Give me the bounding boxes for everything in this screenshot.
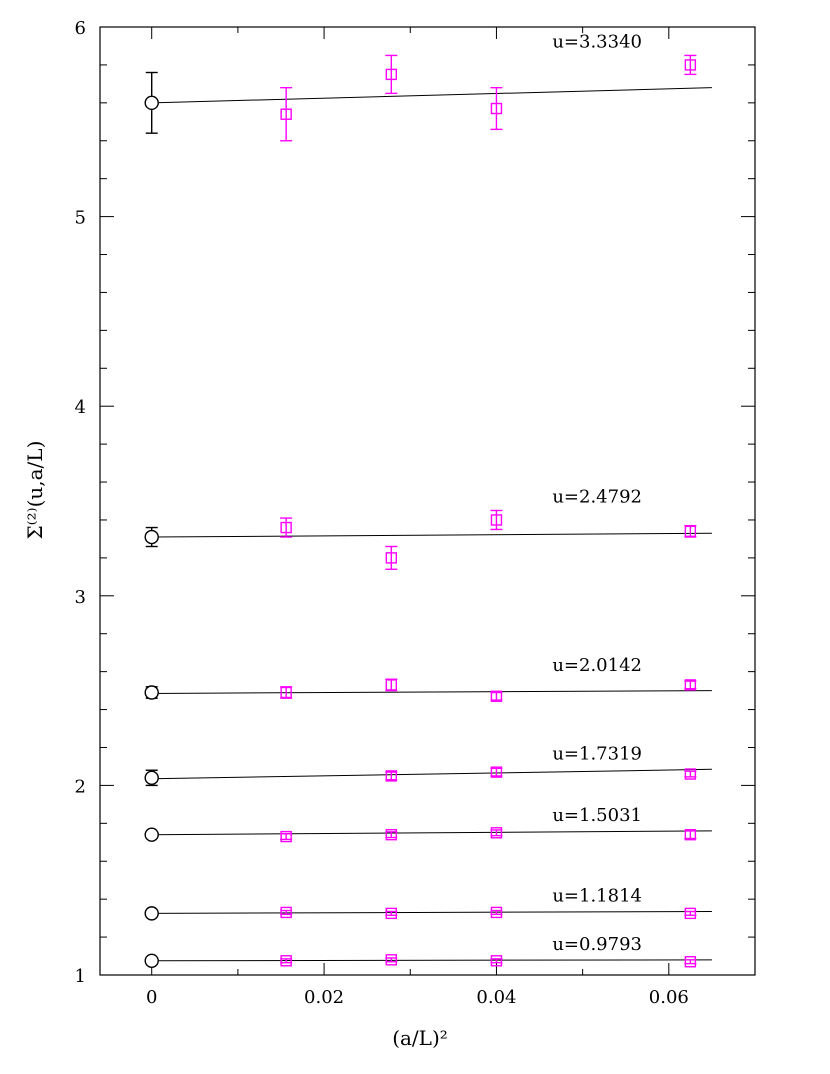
lattice-point	[490, 690, 503, 702]
lattice-point	[280, 830, 292, 843]
x-tick-label: 0.06	[649, 987, 689, 1008]
lattice-point	[490, 906, 503, 919]
continuum-point	[144, 827, 159, 842]
lattice-point	[684, 525, 697, 538]
lattice-point	[684, 828, 697, 841]
continuum-point	[144, 953, 159, 968]
lattice-point	[280, 521, 292, 534]
lattice-point	[490, 955, 503, 967]
lattice-point	[385, 770, 398, 782]
y-axis-label: Σ⁽²⁾(u,a/L)	[23, 441, 47, 540]
fit-line	[151, 910, 712, 914]
y-tick-label: 1	[75, 966, 86, 987]
lattice-point	[684, 956, 697, 968]
series-label: u=0.9793	[552, 934, 642, 955]
lattice-point	[490, 102, 503, 115]
lattice-point	[490, 827, 503, 839]
axes: 0 0.02 0.04 0.06 1 2 3 4 5 6	[75, 18, 756, 1008]
lattice-point	[385, 954, 398, 966]
lattice-point	[490, 766, 503, 778]
series-label: u=3.3340	[552, 31, 642, 52]
continuum-point	[144, 529, 159, 545]
lattice-point	[684, 907, 697, 920]
lattice-point	[385, 828, 398, 841]
lattice-point	[385, 679, 398, 691]
x-tick-label: 0.04	[476, 987, 516, 1008]
series-labels: u=3.3340 u=2.4792 u=2.0142 u=1.7319 u=1.5031…	[552, 31, 642, 954]
lattice-point	[684, 679, 697, 691]
x-tick-label: 0.02	[304, 987, 344, 1008]
lattice-point	[280, 906, 292, 919]
y-tick-label: 4	[75, 397, 86, 418]
lattice-point	[385, 68, 398, 81]
continuum-point	[144, 685, 159, 700]
series-label: u=1.1814	[552, 885, 642, 906]
data-points	[144, 54, 697, 968]
lattice-point	[490, 514, 503, 526]
lattice-point	[280, 955, 292, 967]
series-label: u=2.0142	[552, 655, 642, 676]
series-label: u=1.7319	[552, 743, 642, 764]
y-tick-label: 5	[75, 208, 86, 229]
plot-frame	[99, 26, 756, 976]
fit-lines	[151, 87, 712, 962]
lattice-point	[684, 768, 697, 780]
lattice-point	[385, 907, 398, 920]
y-tick-label: 6	[75, 18, 86, 39]
x-tick-label: 0	[146, 987, 157, 1008]
lattice-point	[684, 59, 697, 71]
fit-line	[151, 830, 712, 836]
fit-line	[151, 768, 712, 780]
series-label: u=1.5031	[552, 805, 642, 826]
fit-line	[151, 959, 712, 962]
fit-line	[151, 532, 712, 538]
fit-line	[151, 87, 712, 104]
continuum-point	[144, 95, 159, 111]
lattice-point	[385, 552, 398, 564]
fit-line	[151, 690, 712, 694]
series-label: u=2.4792	[552, 486, 642, 507]
lattice-point	[280, 108, 292, 120]
x-axis-label: (a/L)²	[392, 1026, 448, 1050]
continuum-point	[144, 906, 159, 921]
y-tick-label: 3	[75, 587, 86, 608]
y-tick-label: 2	[75, 776, 86, 797]
lattice-point	[280, 686, 292, 699]
continuum-point	[144, 770, 159, 786]
